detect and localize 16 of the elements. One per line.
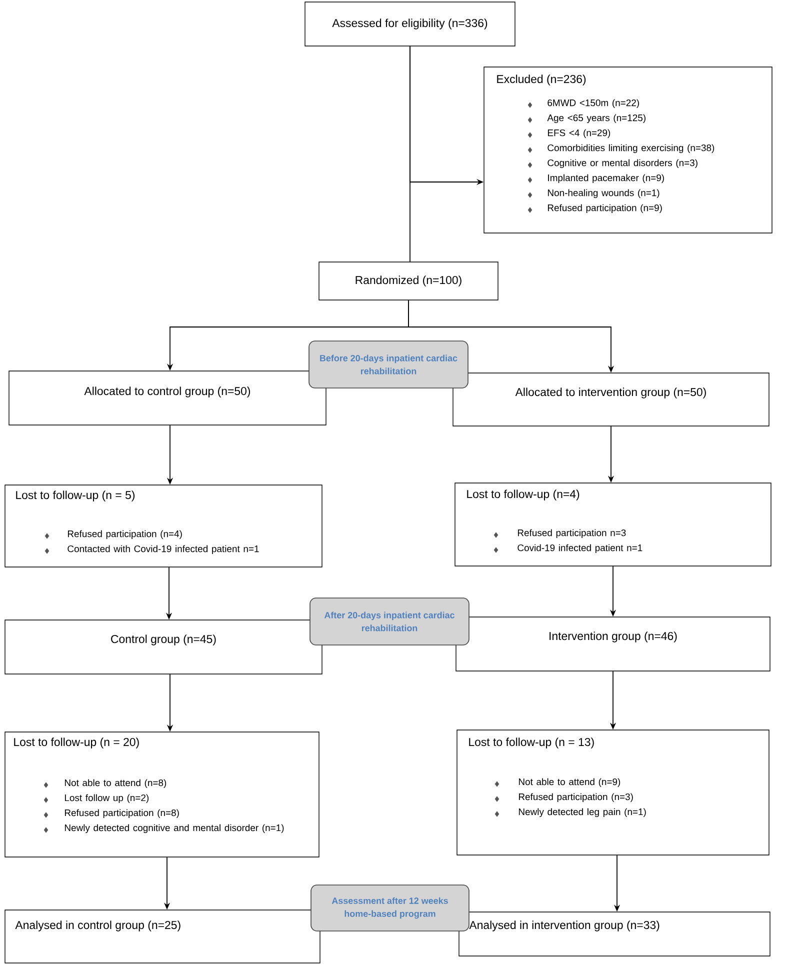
- process-box: Control group (n=45): [4, 620, 322, 674]
- process-box: Lost to follow-up (n = 13) Not able to attend (n=9) Refused participation (n=3) Newly detected leg pain (n=1): [456, 730, 770, 856]
- process-box: Intervention group (n=46): [456, 616, 770, 672]
- stage-label: Assessment after 12 weeks home-based program: [310, 884, 470, 932]
- stage-label: After 20-days inpatient cardiac rehabilitation: [310, 598, 470, 646]
- process-box: Assessed for eligibility (n=336): [304, 2, 516, 46]
- process-box: Analysed in intervention group (n=33): [458, 912, 770, 956]
- process-box: Randomized (n=100): [318, 262, 498, 300]
- process-box: Allocated to intervention group (n=50): [452, 372, 770, 426]
- process-box: Allocated to control group (n=50): [8, 370, 326, 426]
- process-box: Excluded (n=236) 6MWD <150m (n=22) Age <65 years (n=125) EFS <4 (n=29) Comorbidities limiting exercising (n=38) Cognitive or mental disorders (n=3) Implanted pacemaker (n=9) Non-healing wounds (n=1) Refused participation (n=9): [484, 66, 772, 234]
- process-box: Lost to follow-up (n=4) Refused participation n=3 Covid-19 infected patient n=1: [454, 482, 772, 566]
- process-box: Lost to follow-up (n = 20) Not able to attend (n=8) Lost follow up (n=2) Refused participation (n=8) Newly detected cognitive and mental disorder (n=1): [4, 732, 320, 858]
- process-box: Analysed in control group (n=25): [4, 910, 320, 964]
- process-box: Lost to follow-up (n = 5) Refused participation (n=4) Contacted with Covid-19 infected patient n=1: [4, 484, 322, 568]
- stage-label: Before 20-days inpatient cardiac rehabilitation: [308, 340, 468, 388]
